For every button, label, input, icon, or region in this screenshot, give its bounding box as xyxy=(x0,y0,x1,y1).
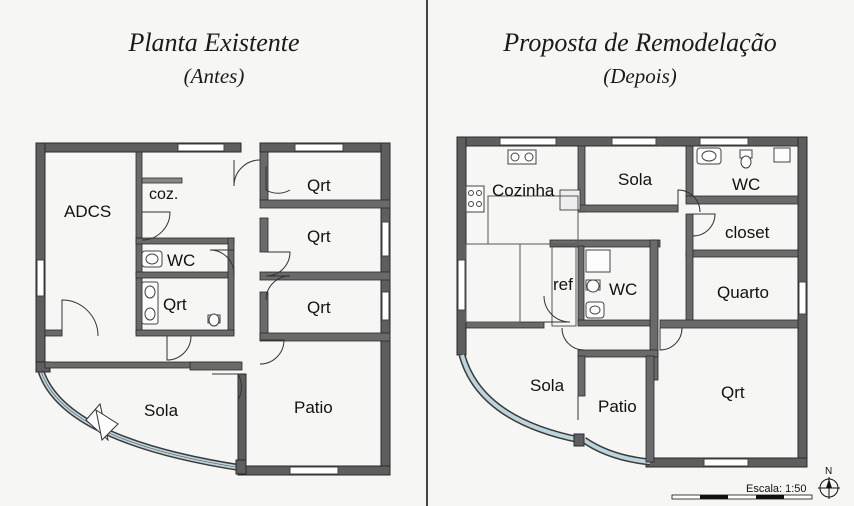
room-label-patio: Patio xyxy=(598,397,637,416)
left-plan-subtitle: (Antes) xyxy=(183,64,245,88)
room-label-ref: ref xyxy=(553,275,573,294)
right-plan-subtitle: (Depois) xyxy=(603,64,677,88)
room-label-patio: Patio xyxy=(294,398,333,417)
room-label-sola-2: Sola xyxy=(530,376,565,395)
left-main-door-icon xyxy=(85,402,119,442)
room-label-wc-1: WC xyxy=(732,175,760,194)
room-label-qrt-3: Qrt xyxy=(163,295,187,314)
room-label-coz: coz. xyxy=(149,186,178,203)
room-label-cozinha: Cozinha xyxy=(492,181,555,200)
left-plan-title: Planta Existente xyxy=(128,28,300,57)
scale-bar: Escala: 1:50 xyxy=(671,483,813,500)
room-label-qrt-1: Qrt xyxy=(307,176,331,195)
right-curved-window xyxy=(458,354,651,466)
right-plan-title: Proposta de Remodelação xyxy=(503,28,777,57)
center-divider xyxy=(426,0,428,506)
left-windows xyxy=(36,143,390,475)
left-doors xyxy=(61,159,291,401)
left-fixtures xyxy=(141,250,221,327)
scale-label: Escala: 1:50 xyxy=(746,483,807,495)
north-arrow-icon: N xyxy=(818,466,840,499)
room-label-sola: Sola xyxy=(144,401,179,420)
left-room-labels: ADCS coz. Qrt Qrt WC Qrt Qrt Sola Patio xyxy=(64,176,333,420)
right-interior-walls xyxy=(465,145,799,463)
room-label-qrt-4: Qrt xyxy=(307,298,331,317)
north-label: N xyxy=(825,466,832,477)
right-doors xyxy=(543,189,716,420)
room-label-adcs: ADCS xyxy=(64,202,111,221)
right-plan: Cozinha Sola WC closet ref WC Quarto Sol… xyxy=(456,136,808,468)
left-curved-window xyxy=(35,361,247,475)
room-label-wc: WC xyxy=(167,251,195,270)
room-label-sola-1: Sola xyxy=(618,170,653,189)
right-room-labels: Cozinha Sola WC closet ref WC Quarto Sol… xyxy=(492,170,770,416)
room-label-qrt: Qrt xyxy=(721,383,745,402)
right-windows xyxy=(457,137,807,467)
room-label-closet: closet xyxy=(725,223,770,242)
room-label-wc-2: WC xyxy=(609,280,637,299)
left-plan: ADCS coz. Qrt Qrt WC Qrt Qrt Sola Patio xyxy=(35,142,391,476)
room-label-qrt-2: Qrt xyxy=(307,227,331,246)
room-label-quarto: Quarto xyxy=(717,283,769,302)
right-fixtures xyxy=(465,147,791,319)
left-interior-walls xyxy=(44,151,391,371)
